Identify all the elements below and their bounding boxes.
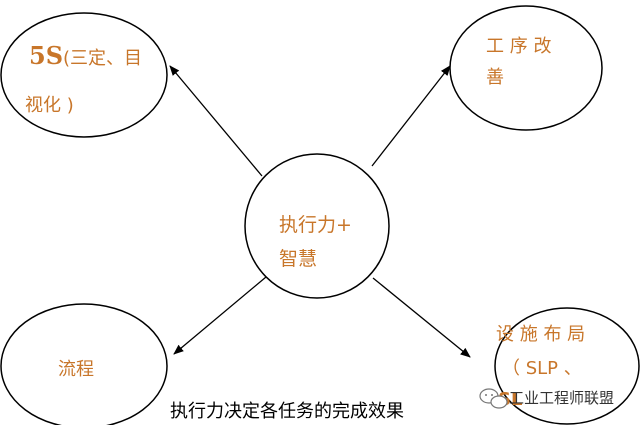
center-label-line2: 智慧: [279, 248, 317, 270]
five-s-node: 5S(三定、目 视化 ): [0, 12, 168, 138]
watermark-text: 工业工程师联盟: [509, 389, 614, 407]
layout-line1: 设 施 布 局: [496, 324, 585, 345]
five-s-rest-text: (三定、目: [63, 48, 142, 69]
process-improvement-node: 工 序 改 善: [449, 5, 603, 131]
five-s-big-text: 5S: [29, 41, 63, 70]
flow-label: 流程: [58, 359, 94, 380]
process-improvement-line1: 工 序 改: [486, 36, 551, 57]
flow-node: 流程: [0, 303, 168, 425]
five-s-label-line2: 视化 ): [25, 95, 74, 116]
arrow-to-flow: [173, 276, 267, 355]
center-node: 执行力+ 智慧: [244, 153, 390, 299]
arrow-to-5s: [169, 65, 263, 177]
layout-node: 设 施 布 局 （ SLP 、 SL: [494, 307, 640, 425]
process-improvement-line2: 善: [486, 67, 504, 88]
watermark-logo: 工业工程师联盟: [479, 388, 614, 409]
center-label-line1: 执行力+: [279, 214, 352, 236]
layout-line2: （ SLP 、: [502, 358, 582, 379]
arrow-to-process-improvement: [371, 65, 451, 167]
arrow-to-layout: [372, 277, 471, 358]
chat-bubble-icon: [479, 388, 508, 409]
five-s-label-line1: 5S(三定、目: [29, 41, 142, 70]
diagram-caption: 执行力决定各任务的完成效果: [170, 401, 404, 422]
